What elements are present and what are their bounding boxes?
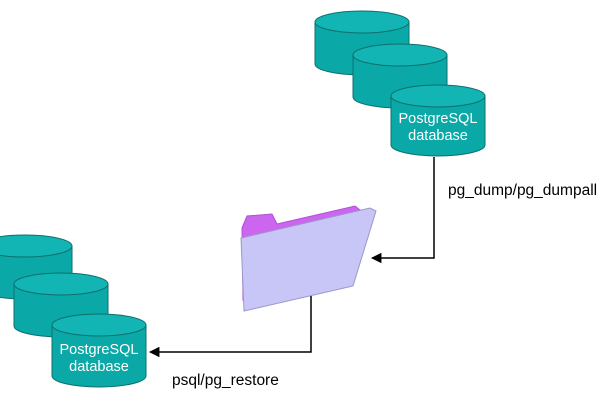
- folder-icon: [240, 205, 377, 312]
- source-db-cylinder-3: [390, 84, 486, 157]
- source-database-stack: [314, 10, 486, 157]
- dump-edge-label: pg_dump/pg_dumpall: [448, 182, 600, 200]
- target-db-label: PostgreSQL database: [44, 342, 154, 376]
- target-db-label-line2: database: [69, 359, 129, 375]
- target-database-stack: [0, 234, 147, 388]
- target-db-cylinder-3: [51, 313, 147, 388]
- dump-arrow: [370, 157, 435, 264]
- source-db-label-line2: database: [408, 128, 468, 144]
- restore-arrow: [148, 296, 312, 358]
- dump-edge-label-text: pg_dump/pg_dumpall: [448, 182, 598, 199]
- target-db-label-line1: PostgreSQL: [59, 342, 139, 358]
- restore-edge-label: psql/pg_restore: [172, 372, 279, 389]
- source-db-label-line1: PostgreSQL: [398, 111, 478, 127]
- source-db-label: PostgreSQL database: [383, 111, 493, 145]
